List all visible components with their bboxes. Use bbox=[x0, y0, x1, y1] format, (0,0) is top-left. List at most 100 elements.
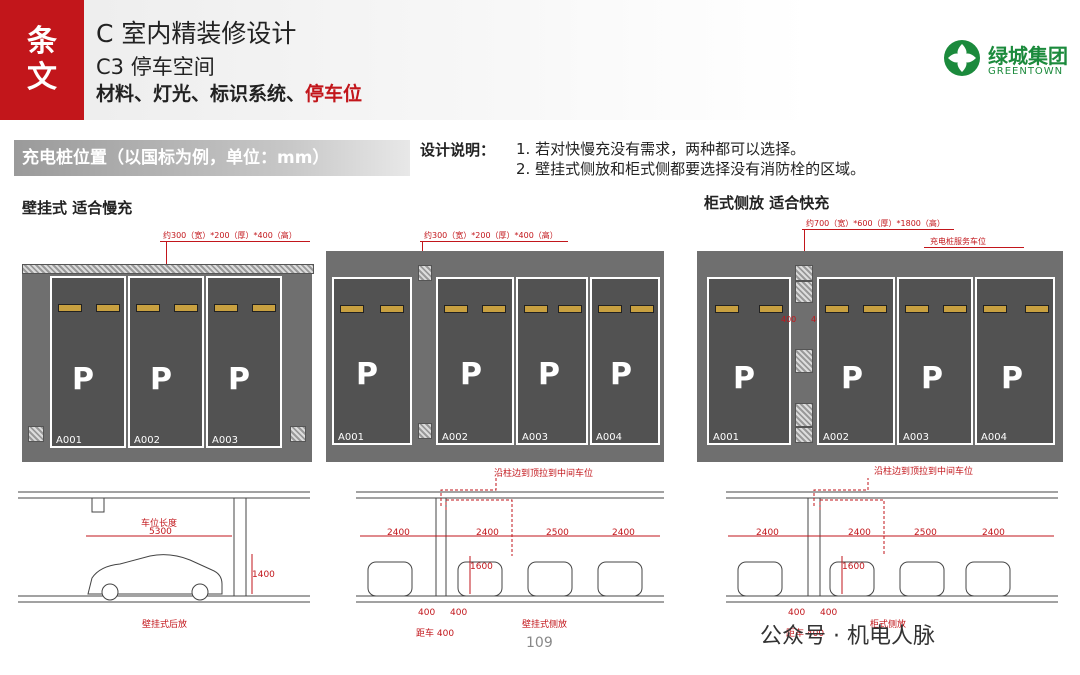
charger-icon bbox=[905, 305, 929, 313]
charger-icon bbox=[598, 305, 622, 313]
plan3-dim-a: 400 bbox=[781, 315, 797, 324]
cabinet-charger-icon bbox=[795, 281, 813, 303]
charger-icon bbox=[340, 305, 364, 313]
page-number: 109 bbox=[526, 635, 553, 651]
parking-p-icon: P bbox=[460, 357, 482, 392]
parking-p-icon: P bbox=[356, 357, 378, 392]
design-note-1: 1. 若对快慢充没有需求，两种都可以选择。 bbox=[516, 140, 806, 158]
design-note-label: 设计说明： bbox=[420, 141, 496, 159]
column-hatch bbox=[418, 265, 432, 281]
charger-icon bbox=[863, 305, 887, 313]
parking-slot: P A003 bbox=[516, 277, 588, 445]
charger-icon bbox=[825, 305, 849, 313]
s2-caption: 壁挂式侧放 bbox=[522, 620, 568, 630]
plan3-dim-label: 约700（宽）*600（厚）*1800（高） bbox=[806, 219, 945, 228]
s2-dim-b: 400 bbox=[450, 608, 468, 618]
slot-code: A001 bbox=[713, 432, 739, 443]
logo-text: 绿城集团 bbox=[988, 44, 1068, 68]
s2-width-1: 2400 bbox=[387, 528, 410, 538]
greentown-logo-icon bbox=[944, 40, 980, 76]
tag-char-1: 条 bbox=[27, 24, 57, 59]
charger-icon bbox=[252, 304, 276, 312]
parking-p-icon: P bbox=[538, 357, 560, 392]
s2-route-note: 沿柱边到顶拉到中间车位 bbox=[494, 469, 594, 479]
charger-icon bbox=[96, 304, 120, 312]
charger-icon bbox=[214, 304, 238, 312]
plan3-dim-line bbox=[802, 229, 954, 230]
section-tag: 条 文 bbox=[0, 0, 84, 120]
plan3-service-label: 充电桩服务车位 bbox=[930, 237, 986, 246]
plan-wallmount-side: P A001 P A002 P A003 P A004 bbox=[326, 251, 664, 462]
plan2-dim-label: 约300（宽）*200（厚）*400（高） bbox=[424, 231, 558, 240]
slot-code: A004 bbox=[981, 432, 1007, 443]
charger-icon bbox=[715, 305, 739, 313]
s1-length-label: 车位长度 bbox=[141, 519, 178, 529]
parking-slot: P A001 bbox=[707, 277, 791, 445]
parking-p-icon: P bbox=[1001, 361, 1023, 396]
column-hatch bbox=[795, 265, 813, 281]
plan2-dim-line bbox=[420, 241, 568, 242]
s3-width-4: 2400 bbox=[982, 528, 1005, 538]
s1-length: 5300 bbox=[149, 527, 172, 537]
s3-width-1: 2400 bbox=[756, 528, 779, 538]
parking-slot: P A002 bbox=[436, 277, 514, 445]
parking-slot: P A004 bbox=[975, 277, 1055, 445]
topic-highlight: 停车位 bbox=[305, 83, 363, 105]
logo-subtext: GREENTOWN bbox=[988, 66, 1064, 77]
charger-icon bbox=[444, 305, 468, 313]
plan3-service-line bbox=[924, 247, 1024, 248]
s2-width-4: 2400 bbox=[612, 528, 635, 538]
s3-height: 1600 bbox=[842, 562, 865, 572]
charger-icon bbox=[58, 304, 82, 312]
plan3-leader bbox=[804, 229, 805, 269]
charger-icon bbox=[136, 304, 160, 312]
slot-code: A002 bbox=[823, 432, 849, 443]
charger-icon bbox=[1025, 305, 1049, 313]
column-hatch bbox=[290, 426, 306, 442]
column-hatch bbox=[795, 427, 813, 443]
parking-p-icon: P bbox=[921, 361, 943, 396]
parking-slot: P A004 bbox=[590, 277, 660, 445]
s3-width-3: 2500 bbox=[914, 528, 937, 538]
charger-icon bbox=[174, 304, 198, 312]
parking-p-icon: P bbox=[228, 362, 250, 397]
s1-height: 1400 bbox=[252, 570, 275, 580]
right-group-title: 柜式侧放 适合快充 bbox=[704, 194, 830, 212]
parking-slot: P A003 bbox=[897, 277, 973, 445]
charger-icon bbox=[380, 305, 404, 313]
slot-code: A004 bbox=[596, 432, 622, 443]
plan-cabinet-side: P A001 400 400 P A002 P A003 P A004 bbox=[697, 251, 1063, 462]
header-band bbox=[0, 0, 1080, 120]
s3-route-note: 沿柱边到顶拉到中间车位 bbox=[874, 467, 974, 477]
parking-slot: P A001 bbox=[50, 276, 126, 448]
design-note-2: 2. 壁挂式侧放和柜式侧都要选择没有消防栓的区域。 bbox=[516, 160, 866, 178]
s3-dim-a: 400 bbox=[788, 608, 806, 618]
cabinet-charger-icon bbox=[795, 403, 813, 427]
column-hatch bbox=[28, 426, 44, 442]
topics: 材料、灯光、标识系统、 bbox=[96, 83, 306, 105]
slot-code: A001 bbox=[338, 432, 364, 443]
charger-icon bbox=[983, 305, 1007, 313]
cabinet-charger-icon bbox=[795, 349, 813, 373]
plan1-dim-line bbox=[160, 241, 310, 242]
page-subtitle: C3 停车空间 bbox=[96, 55, 215, 79]
s2-width-3: 2500 bbox=[546, 528, 569, 538]
charger-icon bbox=[558, 305, 582, 313]
charger-icon bbox=[943, 305, 967, 313]
s2-width-2: 2400 bbox=[476, 528, 499, 538]
slot-code: A001 bbox=[56, 435, 82, 446]
slot-code: A003 bbox=[522, 432, 548, 443]
parking-p-icon: P bbox=[150, 362, 172, 397]
parking-slot: P A001 bbox=[332, 277, 412, 445]
slot-code: A002 bbox=[134, 435, 160, 446]
section-heading: 充电桩位置（以国标为例，单位：mm） bbox=[14, 140, 410, 176]
s3-caption: 柜式侧放 bbox=[870, 620, 907, 630]
watermark: 公众号 · 机电人脉 bbox=[760, 624, 935, 649]
charger-icon bbox=[630, 305, 654, 313]
charger-icon bbox=[524, 305, 548, 313]
s2-gap: 距车 400 bbox=[416, 629, 455, 639]
slot-code: A003 bbox=[903, 432, 929, 443]
topic-line: 材料、灯光、标识系统、停车位 bbox=[96, 79, 362, 106]
slot-code: A002 bbox=[442, 432, 468, 443]
page-title: C 室内精装修设计 bbox=[96, 19, 297, 48]
